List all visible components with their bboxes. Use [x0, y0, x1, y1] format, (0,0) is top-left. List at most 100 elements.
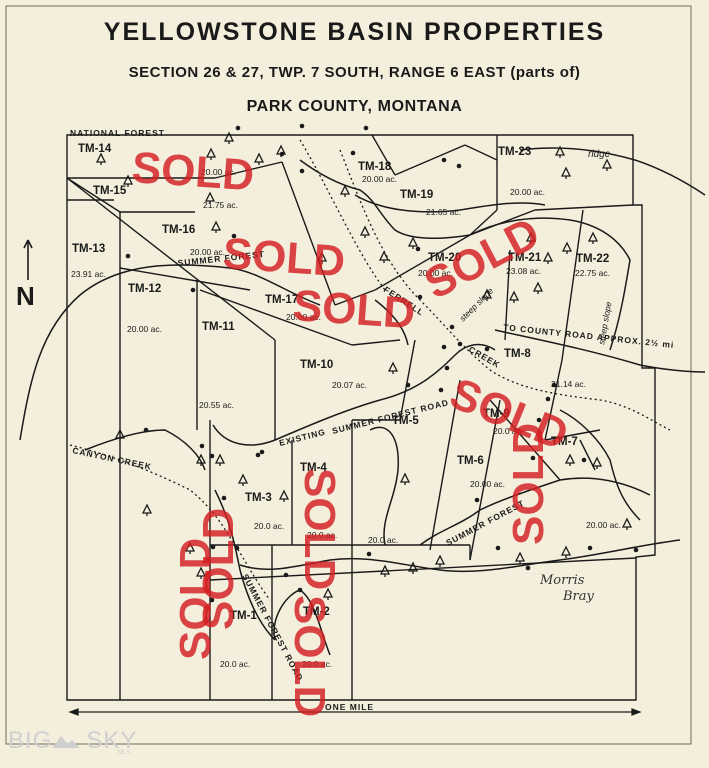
summer-forest-road-main	[212, 343, 496, 446]
road-loop-tm6	[419, 477, 651, 546]
parcel-tm-5: TM-5	[392, 415, 419, 427]
parcel-tm-1: TM-1	[230, 610, 257, 622]
parcel-tm-3: TM-3	[245, 492, 272, 504]
feature-labels: NATIONAL FOREST ridge FERRELL CREEK CANY…	[70, 128, 675, 683]
parcel-tm-22: TM-22	[576, 253, 609, 265]
ridge-label: ridge	[588, 149, 611, 160]
sold-stamp-tm-17: SOLD	[291, 281, 416, 338]
big-sky-watermark: BIG SKY MLS	[8, 727, 137, 756]
parcel-tm-8: TM-8	[504, 348, 531, 360]
parcel-tm-19-acres: 21.65 ac.	[426, 207, 461, 217]
existing-label: EXISTING	[278, 427, 327, 448]
road-tm21	[469, 217, 631, 351]
road-loop-tm5	[369, 426, 399, 546]
road-tm15-diag	[84, 429, 206, 471]
sold-stamp-tm-4: SOLD	[295, 468, 344, 590]
creek-upper	[299, 139, 386, 291]
watermark-sub: MLS	[118, 750, 130, 756]
sold-stamps: SOLD SOLD SOLD SOLD SOLD SOLD SOLD SOLD …	[130, 143, 575, 717]
parcel-tm-6-acres: 20.00 ac.	[470, 479, 505, 489]
parcel-tm-18-acres: 20.00 ac.	[362, 174, 397, 184]
north-label: N	[16, 281, 35, 311]
map-title: YELLOWSTONE BASIN PROPERTIES	[103, 18, 606, 46]
signature-bray: Bray	[562, 589, 595, 604]
to-county-road	[494, 329, 706, 373]
creeks	[69, 139, 671, 601]
road-tm10	[374, 299, 409, 346]
map-subtitle: SECTION 26 & 27, TWP. 7 SOUTH, RANGE 6 E…	[128, 64, 581, 81]
parcel-tm-18: TM-18	[358, 161, 392, 173]
parcel-tm-14-acres: 20.00 ac.	[201, 167, 236, 177]
watermark-text-part-2: SKY	[86, 727, 137, 754]
sold-stamp-tm-1: SOLD	[171, 538, 220, 660]
parcel-tm-4: TM-4	[300, 462, 327, 474]
parcel-tm-13: TM-13	[72, 243, 105, 255]
national-forest-label: NATIONAL FOREST	[70, 128, 165, 138]
parcel-tm-22-acres: 22.75 ac.	[575, 268, 610, 278]
sold-stamp-tm-2: SOLD	[285, 595, 334, 717]
parcel-tm-12: TM-12	[128, 283, 161, 295]
creek-label: CREEK	[467, 344, 502, 370]
watermark-text-part-1: BIG	[8, 727, 52, 754]
signature-morris: Morris	[539, 573, 585, 588]
parcel-tm-16: TM-16	[162, 224, 195, 236]
sold-stamp-tm-14: SOLD	[130, 143, 255, 200]
parcel-tm-17-acres: 20.00 ac.	[286, 312, 321, 322]
parcel-tm-5-acres: 20.0 ac.	[368, 535, 398, 545]
parcel-tm-15: TM-15	[93, 185, 127, 197]
parcel-tm-7: TM-7	[551, 436, 578, 448]
parcel-tm-1-acres: 20.0 ac.	[220, 659, 250, 669]
parcel-tm-21: TM-21	[508, 252, 542, 264]
parcel-tm-20-acres: 20.00 ac.	[418, 268, 453, 278]
parcel-tm-14: TM-14	[78, 143, 112, 155]
parcel-tm-9: TM-9	[483, 408, 510, 420]
parcel-tm-23: TM-23	[498, 146, 531, 158]
parcel-tm-11-acres: 20.55 ac.	[199, 400, 234, 410]
parcel-tm-23-acres: 20.00 ac.	[510, 187, 545, 197]
map-county: PARK COUNTY, MONTANA	[246, 98, 463, 115]
parcel-tm-11: TM-11	[202, 321, 235, 333]
road-bottom-loop	[239, 539, 681, 573]
sold-stamp-tm-3: SOLD	[194, 508, 243, 630]
parcel-tm-8-acres: 21.14 ac.	[551, 379, 586, 389]
parcel-tm-16-acres: 20.00 ac.	[190, 247, 225, 257]
scale-bar	[68, 708, 642, 716]
road-tm18	[299, 159, 471, 240]
parcel-tm-9-acres: 20.0 ac.	[493, 426, 523, 436]
parcel-tm-2-acres: 20.0 ac.	[302, 659, 332, 669]
parcel-tm-21-acres: 23.08 ac.	[506, 266, 541, 276]
parcel-tm-12-acres: 20.00 ac.	[127, 324, 162, 334]
parcel-tm-6: TM-6	[457, 455, 484, 467]
summer-forest-road-west	[19, 264, 321, 441]
ridge-road	[519, 147, 706, 196]
parcel-labels: TM-1 20.0 ac. TM-2 20.0 ac. TM-3 20.0 ac…	[71, 143, 621, 669]
parcel-tm-4-acres: 20.0 ac.	[307, 530, 337, 540]
to-county-road-label: TO COUNTY ROAD APPROX. 2½ mi	[503, 322, 675, 350]
parcel-tm-3-acres: 20.0 ac.	[254, 521, 284, 531]
trees	[95, 131, 633, 600]
roads	[19, 147, 706, 656]
north-arrow	[23, 239, 33, 280]
survey-dots	[125, 123, 639, 603]
parcel-tm-20: TM-20	[428, 252, 461, 264]
parcel-boundaries	[66, 134, 656, 701]
parcel-tm-13-acres: 23.91 ac.	[71, 269, 106, 279]
sold-stamp-tm-7: SOLD	[504, 423, 553, 545]
watermark-text: BIG SKY	[8, 727, 137, 754]
sold-stamp-tm-16: SOLD	[221, 229, 346, 286]
parcel-tm-10-acres: 20.07 ac.	[332, 380, 367, 390]
parcel-tm-19: TM-19	[400, 189, 433, 201]
road-tm7	[559, 409, 641, 521]
mountain-icon	[52, 736, 80, 748]
parcel-tm-7-acres: 20.00 ac.	[586, 520, 621, 530]
canyon-creek-label: CANYON CREEK	[72, 445, 153, 472]
summer-forest-road-label-2: SUMMER FOREST ROAD	[331, 397, 450, 436]
parcel-tm-17: TM-17	[265, 294, 298, 306]
parcel-tm-2: TM-2	[303, 606, 330, 618]
road-tm18-tm19	[354, 194, 546, 213]
page-border	[5, 5, 692, 745]
one-mile-label: ONE MILE	[325, 702, 374, 712]
parcel-tm-15-acres: 21.75 ac.	[203, 200, 238, 210]
summer-forest-road-south	[214, 489, 276, 641]
